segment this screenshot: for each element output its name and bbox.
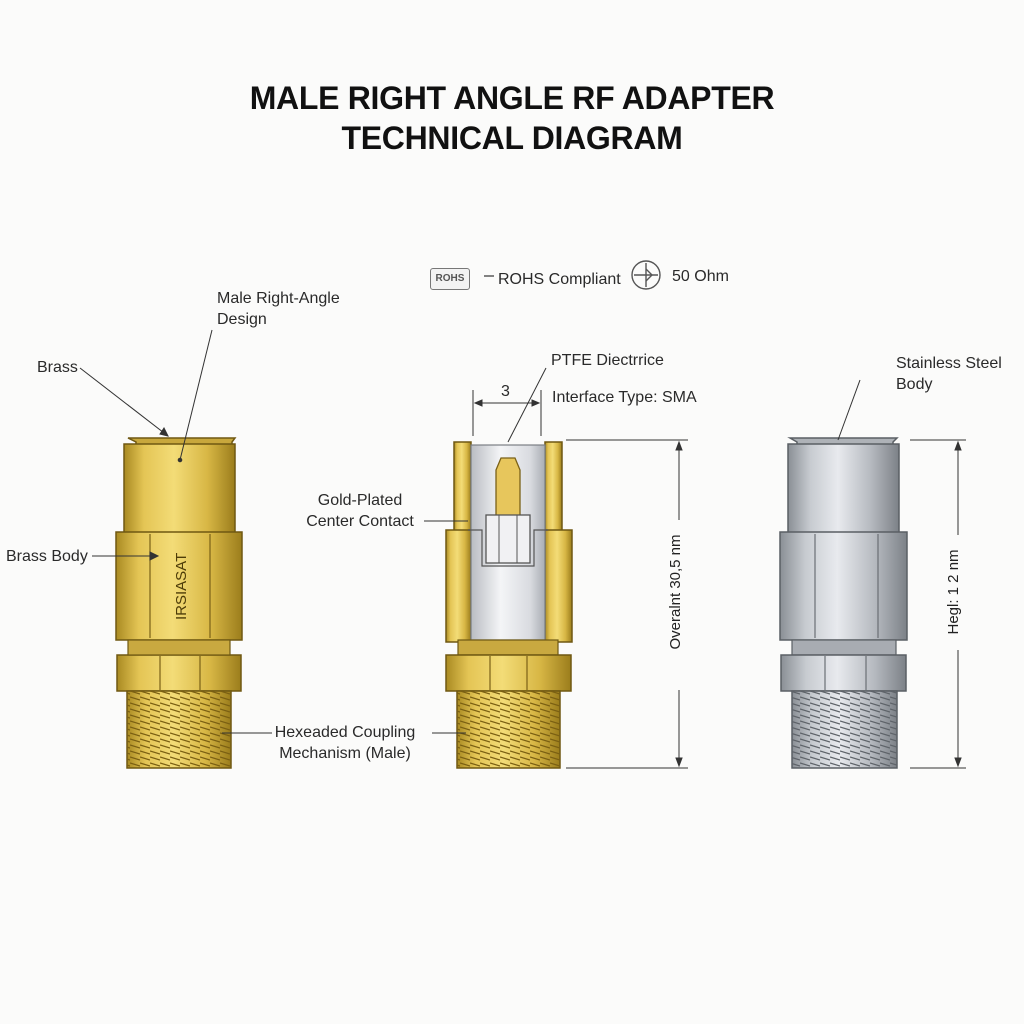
dimension-lines — [472, 390, 966, 769]
dimension-top-label: 3 — [501, 383, 510, 400]
overall-dimension-text: Overalnt 30,5 nm — [667, 534, 684, 649]
design-label: Male Right-Angle Design — [217, 290, 340, 328]
brass-label: Brass — [37, 359, 78, 376]
dielectric-label: PTFE Diectrrice — [551, 352, 664, 369]
steel-body-label: Stainless Steel Body — [896, 355, 1002, 393]
coupling-label: Hexeaded Coupling Mechanism (Male) — [274, 724, 416, 762]
right-steel-connector — [779, 437, 908, 769]
contact-label: Gold-Plated Center Contact — [306, 492, 414, 530]
body-engraving-text: IRSIASAT — [173, 553, 190, 620]
left-brass-connector: IRSIASAT — [115, 437, 243, 769]
interface-label: Interface Type: SMA — [552, 389, 697, 406]
height-dimension-text: Hegl: 1 2 nm — [945, 549, 962, 634]
leader-lines — [79, 329, 861, 734]
center-cutaway-connector — [445, 441, 573, 769]
rohs-icon: ROHS — [430, 268, 470, 290]
title-line-1: MALE RIGHT ANGLE RF ADAPTER — [249, 80, 775, 116]
impedance-icon — [631, 260, 661, 290]
title-line-2: TECHNICAL DIAGRAM — [341, 120, 683, 156]
impedance-label: 50 Ohm — [672, 268, 729, 285]
brass-body-label: Brass Body — [6, 548, 88, 565]
rohs-label: ROHS Compliant — [498, 271, 621, 288]
diagram-title: MALE RIGHT ANGLE RF ADAPTER TECHNICAL DI… — [0, 78, 1024, 158]
